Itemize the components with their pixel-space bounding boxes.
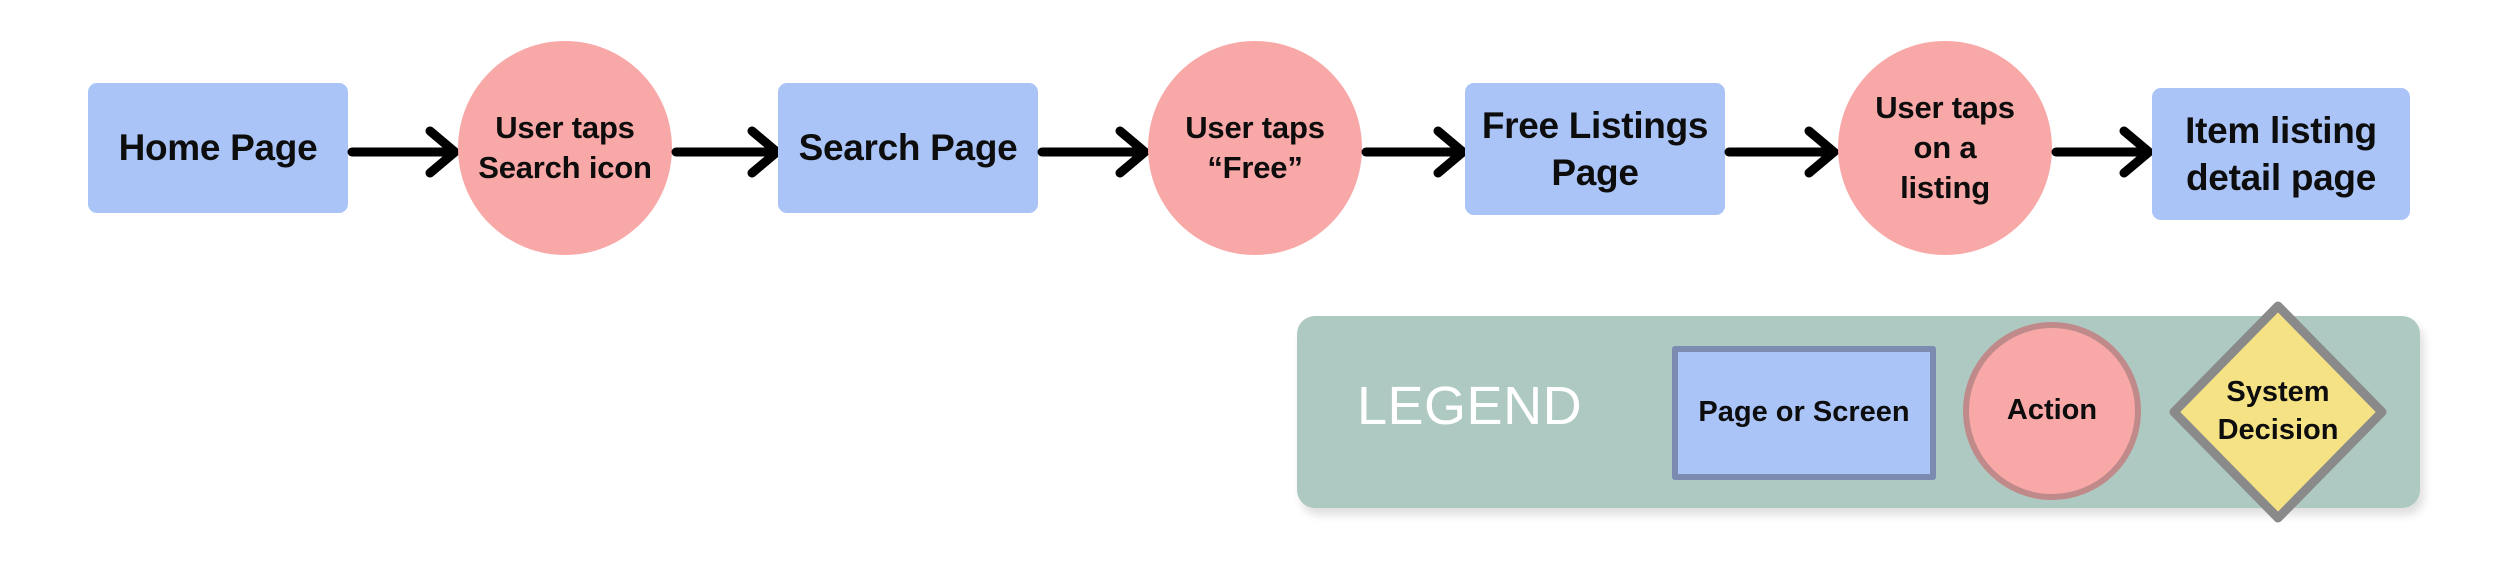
flow-arrow-user-taps-on-listing-to-item-listing-detail <box>2051 126 2156 178</box>
flow-node-label: User taps Search icon <box>478 108 652 187</box>
legend-item-label: Action <box>2006 394 2098 427</box>
legend-item-system-decision: System Decision <box>2165 297 2391 527</box>
legend-item-label: System Decision <box>2165 297 2391 527</box>
legend-title: LEGEND <box>1357 376 1583 436</box>
flow-node-home-page[interactable]: Home Page <box>88 83 348 213</box>
flow-node-label-line: Search icon <box>478 150 652 185</box>
flow-node-label-line: Search Page <box>798 127 1018 169</box>
flow-arrow-user-taps-free-to-free-listings-page <box>1361 126 1470 178</box>
flow-node-user-taps-search-icon[interactable]: User taps Search icon <box>458 41 672 255</box>
arrow-head-icon <box>1115 126 1152 178</box>
arrow-head-icon <box>425 126 462 178</box>
arrow-head-icon <box>747 126 784 178</box>
flow-node-item-listing-detail-page[interactable]: Item listing detail page <box>2152 88 2410 220</box>
flow-node-label: Search Page <box>799 124 1018 171</box>
flow-node-label: Home Page <box>119 124 318 171</box>
flow-node-label-line: Home Page <box>118 127 318 169</box>
legend-item-action: Action <box>1963 322 2141 500</box>
flow-node-label-line: User taps <box>1185 110 1325 146</box>
legend-item-label: Page or Screen <box>1698 396 1910 429</box>
flow-node-search-page[interactable]: Search Page <box>778 83 1038 213</box>
flow-arrow-home-page-to-user-taps-search-icon <box>347 126 462 178</box>
flow-node-label-line: User taps <box>495 110 635 146</box>
flow-node-label-line: listing <box>1900 169 1990 205</box>
legend-item-label-line: System <box>2226 376 2330 409</box>
legend-item-page-or-screen: Page or Screen <box>1672 346 1936 480</box>
flow-node-label: Free Listings Page <box>1481 102 1709 197</box>
flow-node-label-line: detail page <box>2186 157 2376 198</box>
flow-node-user-taps-free[interactable]: User taps “Free” <box>1148 41 1362 255</box>
arrow-head-icon <box>2119 126 2156 178</box>
arrow-head-icon <box>1804 126 1841 178</box>
flow-node-label-line: “Free” <box>1207 150 1303 185</box>
legend-item-label-line: Decision <box>2217 414 2339 446</box>
flow-node-label: User taps on a listing <box>1875 88 2015 207</box>
flow-node-label-line: User taps <box>1875 90 2015 126</box>
flow-node-label-line: Page <box>1551 152 1639 193</box>
arrow-head-icon <box>1433 126 1470 178</box>
flow-node-free-listings-page[interactable]: Free Listings Page <box>1465 83 1725 215</box>
flow-arrow-free-listings-page-to-user-taps-on-listing <box>1724 126 1841 178</box>
flow-arrow-search-page-to-user-taps-free <box>1037 126 1152 178</box>
flow-node-label: User taps “Free” <box>1185 108 1325 187</box>
diamond-icon <box>2169 301 2387 523</box>
flow-node-user-taps-on-listing[interactable]: User taps on a listing <box>1838 41 2052 255</box>
flow-arrow-user-taps-search-icon-to-search-page <box>671 126 784 178</box>
flow-node-label-line: on a <box>1913 130 1977 166</box>
flow-node-label-line: Item listing <box>2185 109 2377 151</box>
flow-node-label: Item listing detail page <box>2185 107 2377 202</box>
flow-node-label-line: Free Listings <box>1481 104 1709 146</box>
